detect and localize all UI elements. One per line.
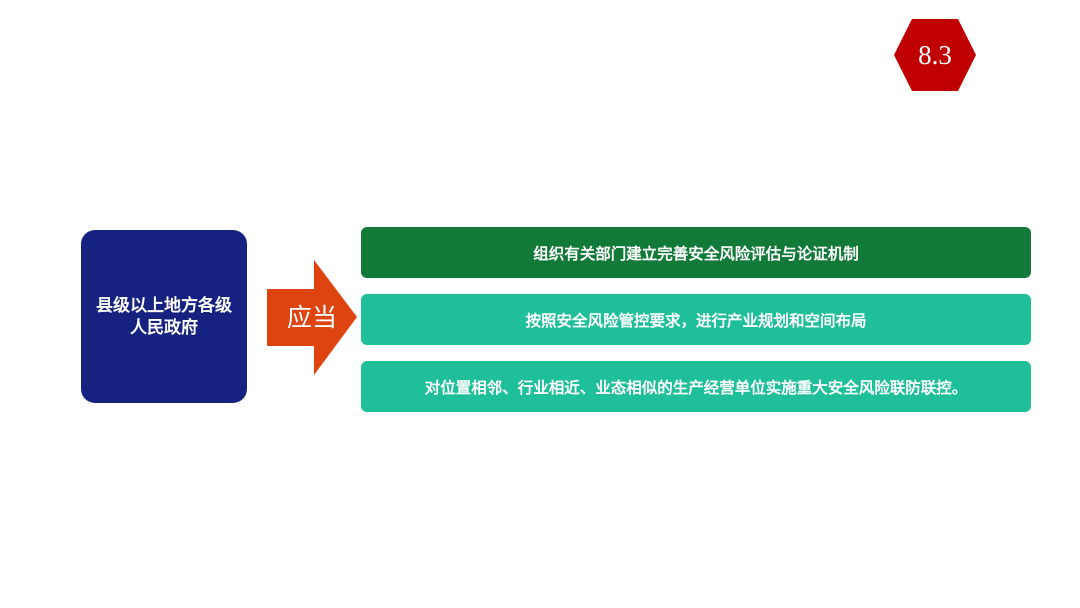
right-arrow: 应当 [267, 260, 357, 375]
arrow-shape [267, 260, 357, 375]
section-number-badge: 8.3 [894, 19, 976, 91]
connector-label: 应当 [286, 303, 337, 332]
subject-box: 县级以上地方各级人民政府 [81, 230, 247, 403]
hexagon-shape [894, 19, 976, 91]
section-number: 8.3 [918, 39, 952, 70]
action-item: 对位置相邻、行业相近、业态相似的生产经营单位实施重大安全风险联防联控。 [361, 361, 1031, 412]
action-item: 按照安全风险管控要求，进行产业规划和空间布局 [361, 294, 1031, 345]
subject-label: 县级以上地方各级人民政府 [96, 295, 232, 338]
action-item: 组织有关部门建立完善安全风险评估与论证机制 [361, 227, 1031, 278]
